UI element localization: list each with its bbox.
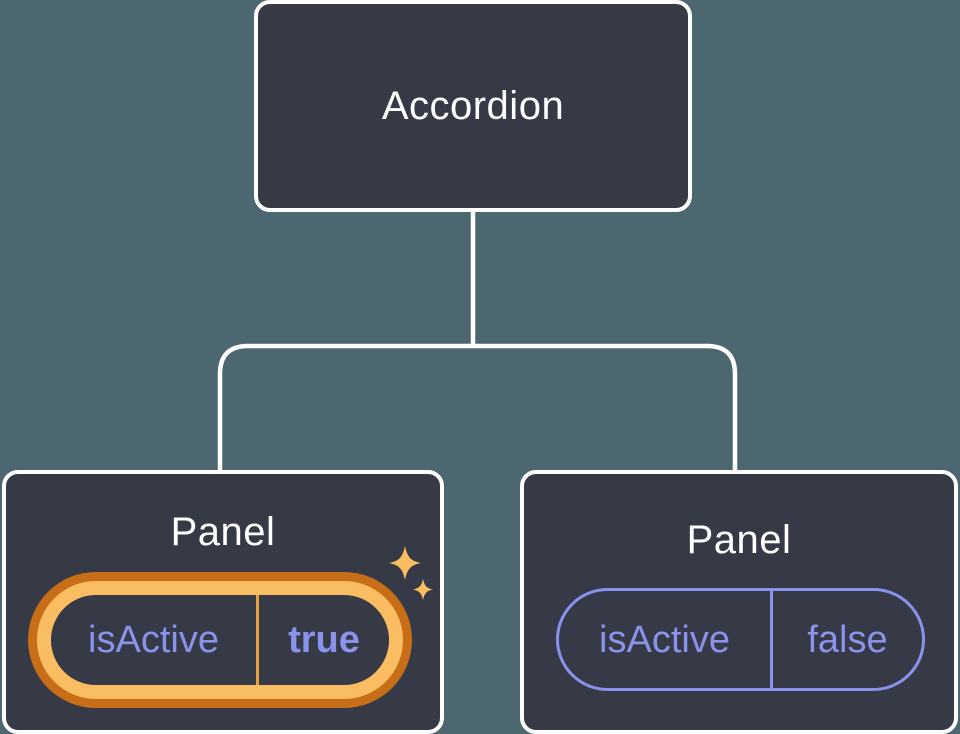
connector-branch: [217, 343, 738, 470]
prop-divider: [770, 591, 773, 688]
sparkle-small: [413, 579, 433, 600]
prop-name: isActive: [88, 619, 219, 661]
node-accordion: Accordion: [254, 0, 692, 212]
prop-divider: [256, 595, 259, 685]
node-panel-inactive-label: Panel: [686, 518, 792, 562]
prop-value: false: [807, 618, 888, 661]
sparkle-icon: [389, 546, 433, 600]
prop-name: isActive: [599, 618, 730, 661]
prop-pill-active: isActive true: [37, 581, 403, 699]
prop-pill-inactive: isActive false: [556, 588, 925, 691]
prop-value: true: [288, 619, 360, 661]
node-panel-active-label: Panel: [170, 510, 276, 554]
node-accordion-label: Accordion: [381, 84, 565, 128]
sparkle-large: [389, 546, 421, 580]
